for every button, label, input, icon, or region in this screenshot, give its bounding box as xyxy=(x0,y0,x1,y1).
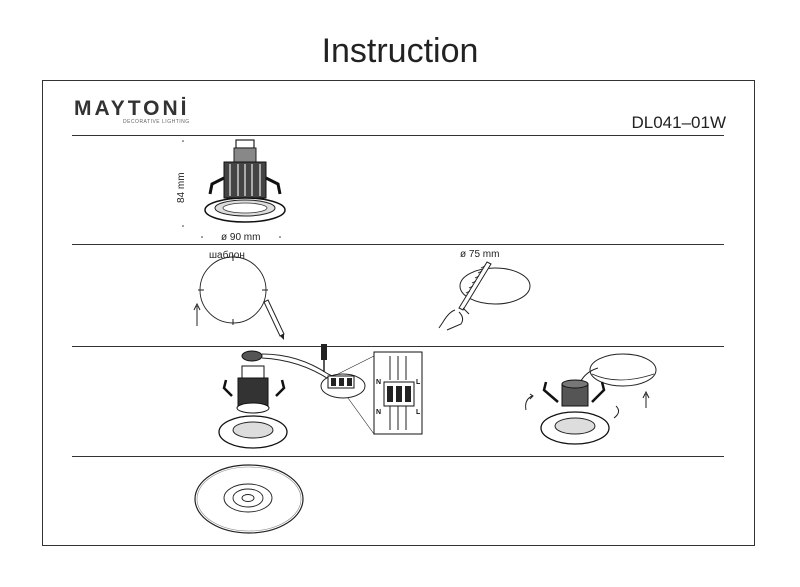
template-circle-drawing xyxy=(193,255,285,340)
saw-cutout-drawing xyxy=(438,261,531,331)
finished-fixture-drawing xyxy=(194,464,304,534)
fixture-dimension-drawing xyxy=(182,139,286,238)
hole-diameter-label: ø 75 mm xyxy=(460,249,500,260)
svg-text:N: N xyxy=(376,379,381,386)
divider xyxy=(72,244,724,245)
page-title: Instruction xyxy=(321,32,479,70)
installation-drawing xyxy=(525,353,657,445)
svg-text:L: L xyxy=(416,409,421,416)
divider xyxy=(72,346,724,347)
diameter-label: ø 90 mm xyxy=(221,232,261,243)
brand-tagline: DECORATIVE LIGHTING xyxy=(123,119,190,125)
svg-text:L: L xyxy=(416,379,421,386)
template-label: шаблон xyxy=(209,250,245,261)
instruction-sheet xyxy=(42,80,755,546)
divider xyxy=(72,456,724,457)
wiring-drawing: N L N L xyxy=(218,344,423,449)
svg-text:N: N xyxy=(376,409,381,416)
model-number: DL041–01W xyxy=(631,113,726,132)
divider xyxy=(72,135,724,136)
brand-logo: MAYTONİ xyxy=(74,97,190,120)
